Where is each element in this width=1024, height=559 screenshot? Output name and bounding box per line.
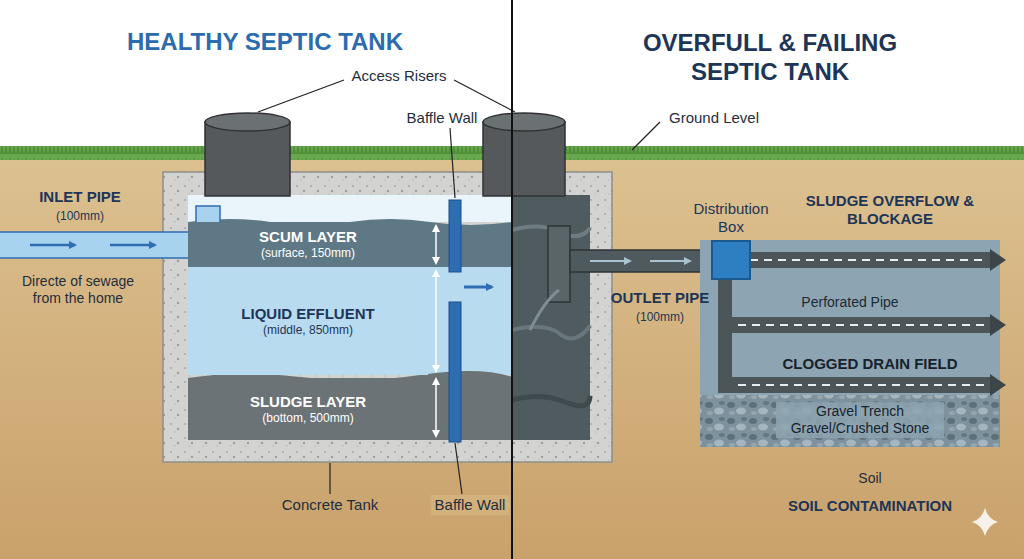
label-text: SOIL CONTAMINATION: [788, 497, 952, 515]
label-text: Baffle Wall: [431, 495, 510, 515]
label-text: Baffle Wall: [407, 109, 478, 127]
label-text: (100mm): [636, 310, 684, 324]
label-text: Gravel Trench Gravel/Crushed Stone: [776, 402, 944, 438]
layer-heading: SLUDGE LAYER: [250, 393, 366, 411]
label-text: Directe of sewage from the home: [17, 273, 139, 307]
label-text: OVERFULL & FAILING SEPTIC TANK: [610, 29, 930, 87]
label-text: Ground Level: [669, 109, 759, 127]
label-text: (100mm): [56, 209, 104, 223]
label-text: Perforated Pipe: [801, 294, 898, 311]
distribution-box: Distribution Box: [680, 200, 782, 280]
layer-heading: SCUM LAYER: [259, 228, 357, 246]
label-text: CLOGGED DRAIN FIELD: [783, 355, 958, 373]
label-text: INLET PIPE: [39, 188, 121, 206]
tank-layer: SCUM LAYER(surface, 150mm): [188, 222, 428, 267]
label-text: HEALTHY SEPTIC TANK: [127, 28, 403, 57]
layer-dimension: (surface, 150mm): [261, 246, 355, 260]
label-text: Access Risers: [351, 67, 446, 85]
label-text: Concrete Tank: [282, 496, 378, 514]
label-text: OUTLET PIPE: [611, 289, 709, 307]
tank-layer: LIQUID EFFLUENT(middle, 850mm): [188, 267, 428, 375]
layer-heading: Distribution Box: [680, 200, 782, 236]
layer-heading: LIQUID EFFLUENT: [241, 305, 374, 323]
distribution-box-square: [711, 240, 751, 280]
layer-dimension: (middle, 850mm): [263, 323, 353, 337]
label-text: SLUDGE OVERFLOW & BLOCKAGE: [790, 192, 990, 228]
layer-dimension: (bottom, 500mm): [262, 411, 353, 425]
label-text: Soil: [858, 470, 881, 487]
tank-layer: SLUDGE LAYER(bottom, 500mm): [188, 378, 428, 440]
